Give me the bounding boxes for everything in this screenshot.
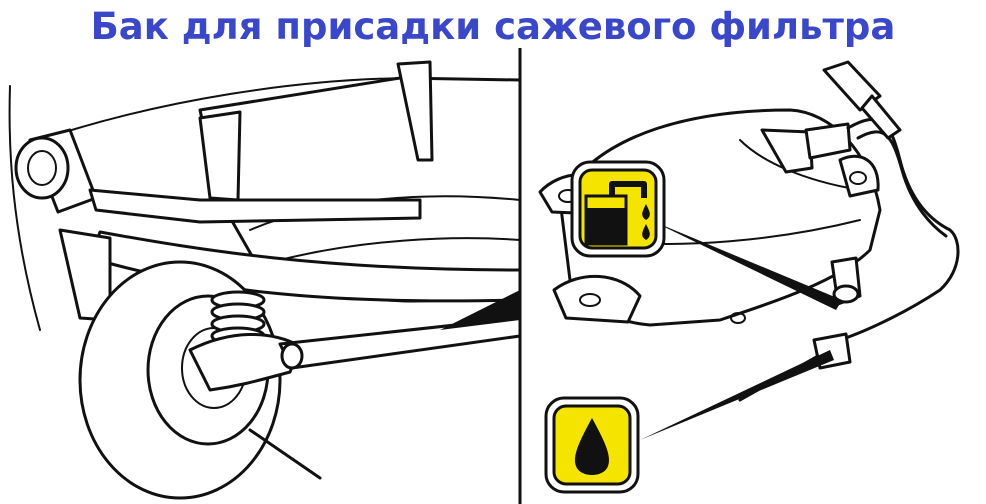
view-pointer [440, 290, 520, 330]
exhaust-outlet [14, 136, 70, 200]
body-edge [8, 85, 41, 331]
drop-icon [544, 396, 640, 494]
supply-pipe [856, 130, 948, 238]
page-title: Бак для присадки сажевого фильтра [90, 5, 896, 48]
tank-strap [198, 110, 242, 202]
leader-line [248, 428, 322, 480]
mount-hole [730, 312, 746, 324]
tank-contour [279, 237, 521, 261]
pipe-connector [860, 94, 902, 140]
coil-spring [210, 290, 266, 346]
mount-hole [849, 171, 867, 185]
body-line [39, 77, 421, 141]
tank-leader-line [650, 220, 842, 310]
filler-cap [804, 122, 852, 160]
filler-neck [760, 128, 814, 174]
pipe-connector [822, 60, 882, 112]
bushing [280, 342, 304, 370]
exhaust-pipe [88, 188, 422, 224]
mount-hole [579, 293, 601, 307]
tank-strap [396, 60, 434, 162]
brake-line [278, 316, 522, 370]
mount-flange [552, 274, 642, 324]
mount-flange [838, 154, 880, 198]
exhaust-inner [27, 150, 57, 186]
outlet-nozzle [832, 284, 860, 304]
fluid-leader-line [640, 350, 834, 440]
tank-with-drops-icon [570, 160, 666, 258]
underbody-view [8, 60, 522, 500]
